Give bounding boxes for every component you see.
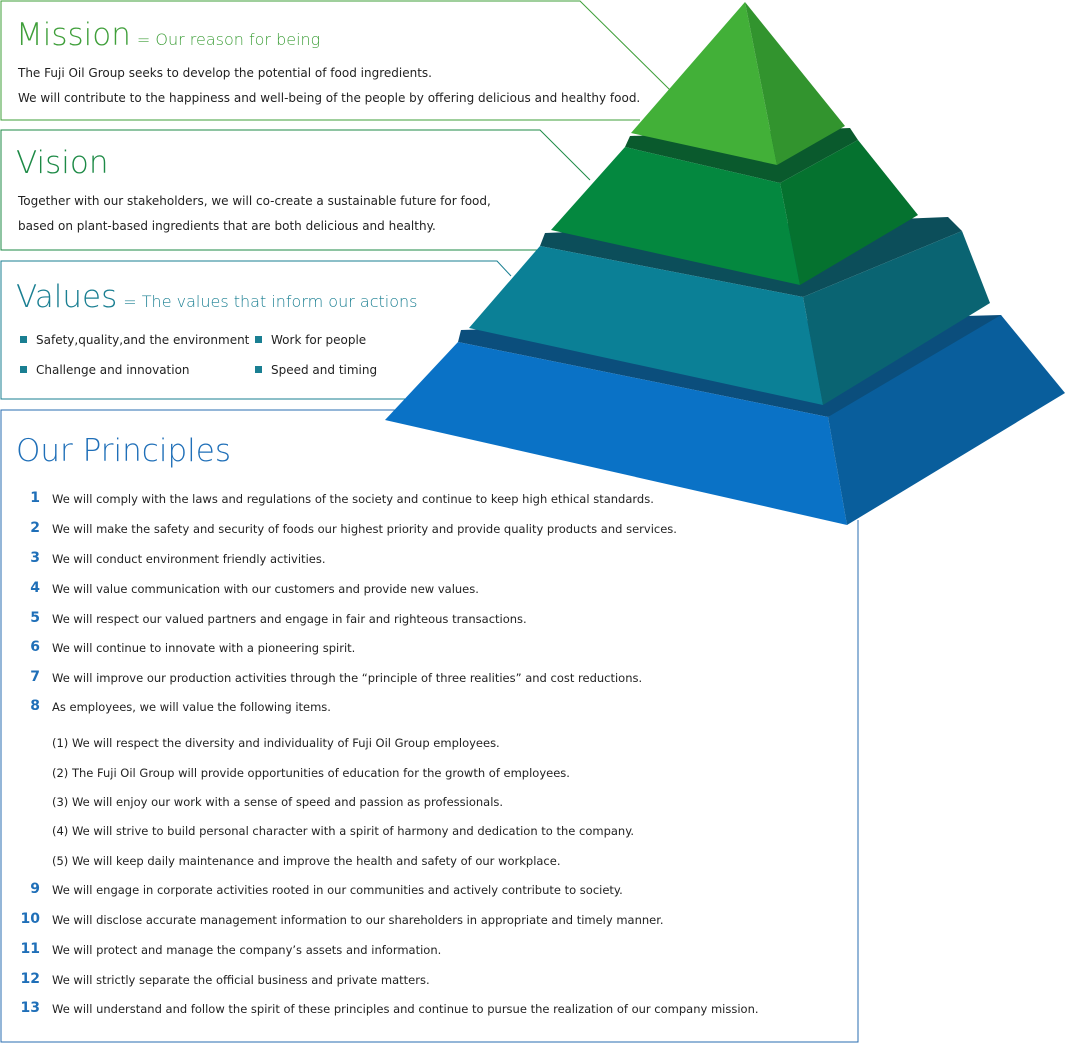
principle-number: 13	[20, 1000, 40, 1016]
values-list-item: Work for people	[255, 333, 366, 347]
principles-title: Our Principles	[16, 433, 231, 469]
principle-text: We will engage in corporate activities r…	[52, 883, 623, 897]
pyramid-top-side	[745, 2, 845, 165]
principle-number: 2	[30, 520, 40, 536]
principle-sub-item: (2) The Fuji Oil Group will provide oppo…	[52, 766, 570, 780]
principle-number: 5	[30, 610, 40, 626]
vision-line: based on plant-based ingredients that ar…	[18, 219, 436, 233]
values-panel-border	[0, 260, 512, 400]
principle-text: We will respect our valued partners and …	[52, 612, 527, 626]
principle-number: 1	[30, 490, 40, 506]
principle-text: We will conduct environment friendly act…	[52, 552, 326, 566]
principle-sub-item: (1) We will respect the diversity and in…	[52, 736, 500, 750]
pyramid-tier2-side	[780, 140, 918, 285]
principle-text: We will improve our production activitie…	[52, 671, 643, 685]
principle-text: We will strictly separate the official b…	[52, 973, 430, 987]
pyramid-tier3-front	[469, 246, 823, 405]
mission-text: The Fuji Oil Group seeks to develop the …	[18, 61, 640, 111]
square-bullet-icon	[255, 336, 262, 343]
vision-text: Together with our stakeholders, we will …	[18, 189, 491, 239]
values-list-item: Safety,quality,and the environment	[20, 333, 249, 347]
mission-subtitle: = Our reason for being	[136, 30, 321, 49]
principles-heading: Our Principles	[16, 436, 231, 467]
principle-number: 11	[20, 941, 40, 957]
pyramid-tier3-side	[803, 231, 990, 405]
principle-sub-item: (5) We will keep daily maintenance and i…	[52, 854, 561, 868]
principle-number: 8	[30, 698, 40, 714]
principle-number: 7	[30, 669, 40, 685]
principle-number: 6	[30, 639, 40, 655]
vision-heading: Vision	[16, 148, 109, 179]
principle-number: 3	[30, 550, 40, 566]
pyramid-base-front	[385, 342, 847, 525]
principle-number: 9	[30, 881, 40, 897]
square-bullet-icon	[20, 366, 27, 373]
values-item-label: Speed and timing	[271, 363, 378, 377]
vision-title: Vision	[16, 145, 109, 181]
principle-text: We will comply with the laws and regulat…	[52, 492, 654, 506]
mission-line: We will contribute to the happiness and …	[18, 91, 641, 105]
mission-title: Mission	[16, 17, 131, 53]
principle-number: 12	[20, 971, 40, 987]
principle-number: 10	[20, 911, 40, 927]
principle-text: We will disclose accurate management inf…	[52, 913, 664, 927]
vision-line: Together with our stakeholders, we will …	[18, 194, 491, 208]
pyramid-tier2-front	[551, 147, 800, 285]
values-item-label: Work for people	[271, 333, 367, 347]
values-item-label: Challenge and innovation	[36, 363, 190, 377]
vision-panel-border	[0, 129, 591, 251]
principle-text: As employees, we will value the followin…	[52, 700, 331, 714]
mission-line: The Fuji Oil Group seeks to develop the …	[18, 66, 432, 80]
mission-panel-border	[0, 0, 671, 121]
values-list-item: Speed and timing	[255, 363, 377, 377]
principle-sub-item: (3) We will enjoy our work with a sense …	[52, 795, 504, 809]
principle-text: We will value communication with our cus…	[52, 582, 479, 596]
values-item-label: Safety,quality,and the environment	[36, 333, 250, 347]
pyramid-top-front	[631, 2, 777, 165]
principle-text: We will protect and manage the company’s…	[52, 943, 442, 957]
values-title: Values	[16, 279, 118, 315]
square-bullet-icon	[20, 336, 27, 343]
values-heading: Values = The values that inform our actio…	[16, 282, 417, 313]
values-list-item: Challenge and innovation	[20, 363, 190, 377]
principles-panel-border	[0, 409, 859, 1043]
principle-number: 4	[30, 580, 40, 596]
principle-text: We will understand and follow the spirit…	[52, 1002, 759, 1016]
principle-sub-item: (4) We will strive to build personal cha…	[52, 824, 635, 838]
pyramid-base-side	[828, 315, 1065, 525]
values-subtitle: = The values that inform our actions	[123, 292, 418, 311]
principle-text: We will continue to innovate with a pion…	[52, 641, 356, 655]
mission-heading: Mission = Our reason for being	[16, 20, 320, 51]
principle-text: We will make the safety and security of …	[52, 522, 677, 536]
square-bullet-icon	[255, 366, 262, 373]
